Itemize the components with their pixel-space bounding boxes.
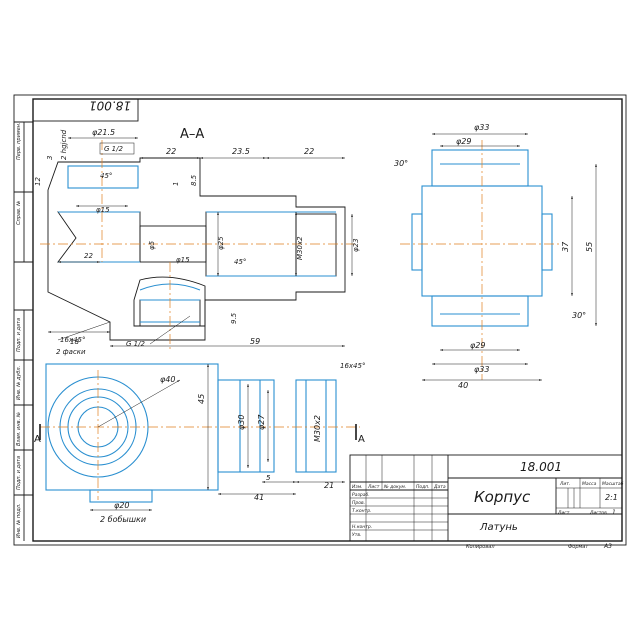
dim-angle45: 45° xyxy=(234,258,246,266)
tb-tkontr: Т.контр. xyxy=(352,508,372,514)
dim-d5: φ5 xyxy=(148,240,156,250)
tb-data: Дата xyxy=(433,484,446,490)
dim-d30: φ30 xyxy=(237,415,246,430)
dim-two-holes: 2 hgjcnd xyxy=(60,129,68,160)
dim-d20: φ20 xyxy=(114,501,129,510)
tb-name: Корпус xyxy=(474,488,531,506)
dim-d45: 45 xyxy=(197,394,206,404)
dim-g12-top: G 1/2 xyxy=(104,145,123,153)
dim-a30-bot: 30° xyxy=(572,311,586,320)
tb-format-value: А3 xyxy=(603,543,612,550)
tb-sheet: Лист xyxy=(557,510,570,516)
dim-d22-a: 22 xyxy=(166,147,176,156)
side-view: φ33 φ29 30° 37 55 30° φ29 φ33 40 xyxy=(394,123,597,390)
tb-podp: Подп. xyxy=(416,484,430,490)
dim-chamfer16b: 16x45° xyxy=(340,362,365,370)
dim-d41: 41 xyxy=(254,493,264,502)
tb-izm: Изм. xyxy=(352,484,363,490)
dim-d40-circ: φ40 xyxy=(160,375,175,384)
dim-m30: M30x2 xyxy=(296,236,304,260)
dim-d18: 18 xyxy=(70,338,79,346)
tb-prov: Пров. xyxy=(352,500,365,506)
tb-scale-value: 2:1 xyxy=(605,493,618,502)
outer-frame xyxy=(13,94,627,546)
dim-d23: φ23 xyxy=(352,238,360,252)
side-stamp: Перв. примен. Справ. № Подп. и дата Инв.… xyxy=(14,121,33,541)
stamp-podp-data-2: Подп. и дата xyxy=(16,456,22,490)
dim-d55: 55 xyxy=(585,242,594,252)
dim-chamfer45: 45° xyxy=(100,172,112,180)
dim-d25: φ25 xyxy=(217,236,225,250)
dim-m30b: M30x2 xyxy=(313,415,322,442)
tb-mass: Масса xyxy=(582,481,597,487)
stamp-inv-podl: Инв. № подл. xyxy=(16,504,22,539)
tb-nkontr: Н.контр. xyxy=(352,524,372,530)
inner-frame xyxy=(32,98,623,542)
dim-a30-top: 30° xyxy=(394,159,408,168)
stamp-sprav: Справ. № xyxy=(16,201,22,225)
dim-d40: 40 xyxy=(458,381,468,390)
tb-ndok: № докум. xyxy=(383,484,406,490)
dim-d59: 59 xyxy=(250,337,260,346)
tb-utv: Утв. xyxy=(352,532,361,538)
tb-scale-label: Масштаб xyxy=(602,481,624,487)
dim-five: 5 xyxy=(266,474,271,482)
dim-d29-top: φ29 xyxy=(456,137,471,146)
tb-format: Формат xyxy=(568,544,589,550)
dim-three: 3 xyxy=(46,156,54,160)
tb-lit: Лит. xyxy=(559,481,570,487)
cut-letter-right: A xyxy=(358,434,365,445)
dim-d33-bot: φ33 xyxy=(474,365,489,374)
dim-d22-b: 22 xyxy=(304,147,314,156)
dim-d85: 8.5 xyxy=(190,174,198,186)
dim-d27: φ27 xyxy=(257,414,266,430)
dim-d95: 9.5 xyxy=(230,312,238,324)
tb-list: Лист xyxy=(367,484,380,490)
dim-one: 1 xyxy=(172,182,180,186)
title-block: Изм. Лист № докум. Подп. Дата Разраб. Пр… xyxy=(349,454,624,542)
dim-d21: 21 xyxy=(324,481,334,490)
stamp-perv-primen: Перв. примен. xyxy=(16,122,22,160)
stamp-podp-data-1: Подп. и дата xyxy=(16,318,22,352)
dim-d215: φ21.5 xyxy=(92,128,115,137)
tb-material: Латунь xyxy=(479,522,518,533)
stamp-inv-dubl: Инв. № дубл. xyxy=(16,366,22,400)
dim-two-facets: 2 фаски xyxy=(56,348,86,356)
section-view: φ21.5 2 hgjcnd 3 12 G 1/2 45° φ15 22 18 … xyxy=(34,127,360,356)
dim-chamfer16: 16x45° xyxy=(60,336,85,344)
top-number-box xyxy=(32,98,139,122)
tb-sheets-value: 1 xyxy=(612,509,616,516)
tb-code: 18.001 xyxy=(520,460,562,474)
dim-d15-mid: φ15 xyxy=(176,256,190,264)
tb-sheets: Листов xyxy=(589,510,607,516)
plan-view: φ40 45 φ30 φ27 M30x2 16x45° 5 41 21 φ20 … xyxy=(34,362,365,524)
stamp-vzam-inv: Взам. инв. № xyxy=(16,412,22,446)
dim-d29-bot: φ29 xyxy=(470,341,485,350)
dim-d33-top: φ33 xyxy=(474,123,489,132)
dim-g12-bot: G 1/2 xyxy=(126,340,145,348)
top-number-rotated: 18.001 xyxy=(89,99,131,113)
dim-twelve: 12 xyxy=(34,177,42,186)
tb-kopiroval: Копировал xyxy=(466,544,495,550)
dim-two-bobyshki: 2 бобышки xyxy=(100,515,146,524)
section-label: A–A xyxy=(180,127,204,142)
dim-d235: 23.5 xyxy=(232,147,250,156)
tb-razrab: Разраб. xyxy=(352,492,370,498)
dim-d15-top: φ15 xyxy=(96,206,110,214)
dim-d37: 37 xyxy=(561,241,570,252)
dim-d22-left: 22 xyxy=(84,252,93,260)
cut-letter-left: A xyxy=(34,434,41,445)
